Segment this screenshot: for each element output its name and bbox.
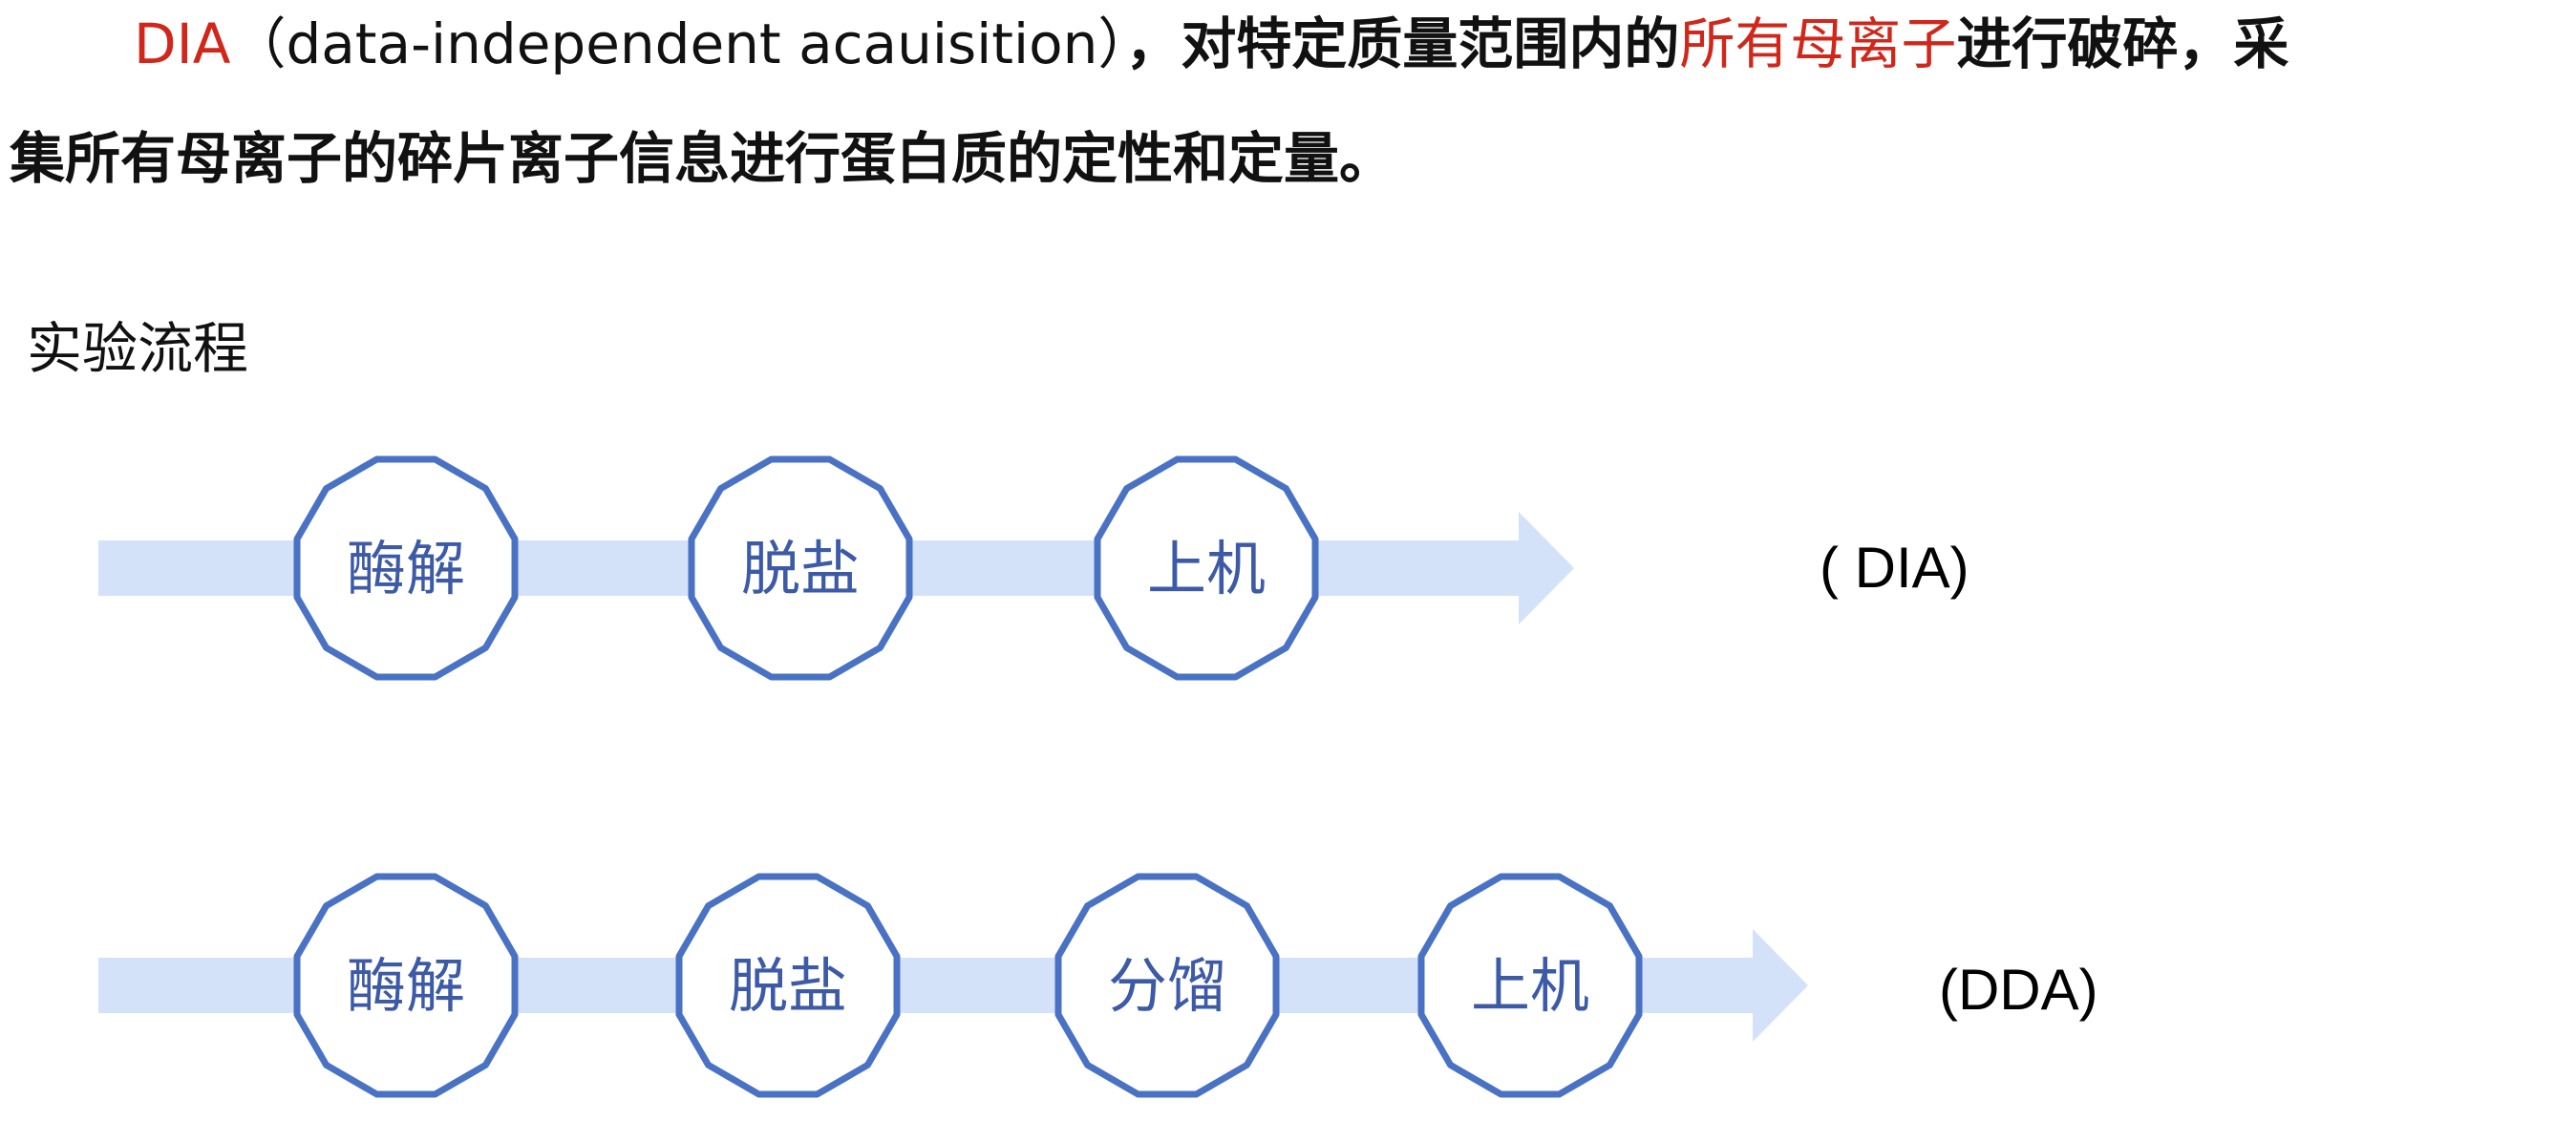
- step-label: 脱盐: [741, 534, 860, 603]
- dda-flow-arrow: [98, 929, 1808, 1042]
- step-node-shape: [293, 873, 519, 1098]
- paragraph-line-1: DIA（data-independent acauisition），对特定质量范…: [134, 6, 2289, 82]
- dia-step-3: 上机: [1094, 455, 1319, 681]
- dda-step-4: 上机: [1417, 873, 1643, 1098]
- dda-workflow: 酶解 脱盐 分馏 上机 (DDA): [0, 852, 2576, 1119]
- step-node-shape: [1417, 873, 1643, 1098]
- dia-step-1: 酶解: [293, 455, 519, 681]
- step-node-shape: [688, 455, 913, 681]
- dda-workflow-diagram: 酶解 脱盐 分馏 上机: [98, 873, 1808, 1098]
- dda-step-1: 酶解: [293, 873, 519, 1098]
- dda-step-2: 脱盐: [675, 873, 901, 1098]
- sentence-part-b: 进行破碎，采: [1956, 11, 2289, 76]
- paragraph-line-2: 集所有母离子的碎片离子信息进行蛋白质的定性和定量。: [10, 126, 1395, 191]
- step-label: 酶解: [347, 951, 465, 1021]
- step-node-shape: [293, 455, 519, 681]
- step-node-shape: [1094, 455, 1319, 681]
- step-node-shape: [675, 873, 901, 1098]
- description-paragraph: DIA（data-independent acauisition），对特定质量范…: [0, 0, 2576, 220]
- step-label: 酶解: [347, 534, 465, 603]
- highlight-all-precursor-ions: 所有母离子: [1679, 11, 1957, 76]
- dia-full-name: （data-independent acauisition）: [230, 11, 1126, 76]
- section-title-experiment-workflow: 实验流程: [27, 316, 249, 381]
- step-label: 上机: [1471, 951, 1589, 1021]
- dia-workflow-diagram: 酶解 脱盐 上机: [98, 455, 1574, 681]
- dia-workflow: 酶解 脱盐 上机 ( DIA): [0, 434, 2576, 702]
- sentence-part-a: ，对特定质量范围内的: [1125, 11, 1680, 76]
- dia-step-2: 脱盐: [688, 455, 913, 681]
- step-label: 脱盐: [729, 951, 847, 1021]
- step-node-shape: [1054, 873, 1280, 1098]
- dia-term: DIA: [134, 11, 231, 76]
- dda-step-3: 分馏: [1054, 873, 1280, 1098]
- step-label: 上机: [1147, 534, 1266, 603]
- dia-workflow-label: ( DIA): [1820, 536, 1969, 600]
- step-label: 分馏: [1108, 951, 1226, 1021]
- dda-workflow-label: (DDA): [1939, 958, 2098, 1022]
